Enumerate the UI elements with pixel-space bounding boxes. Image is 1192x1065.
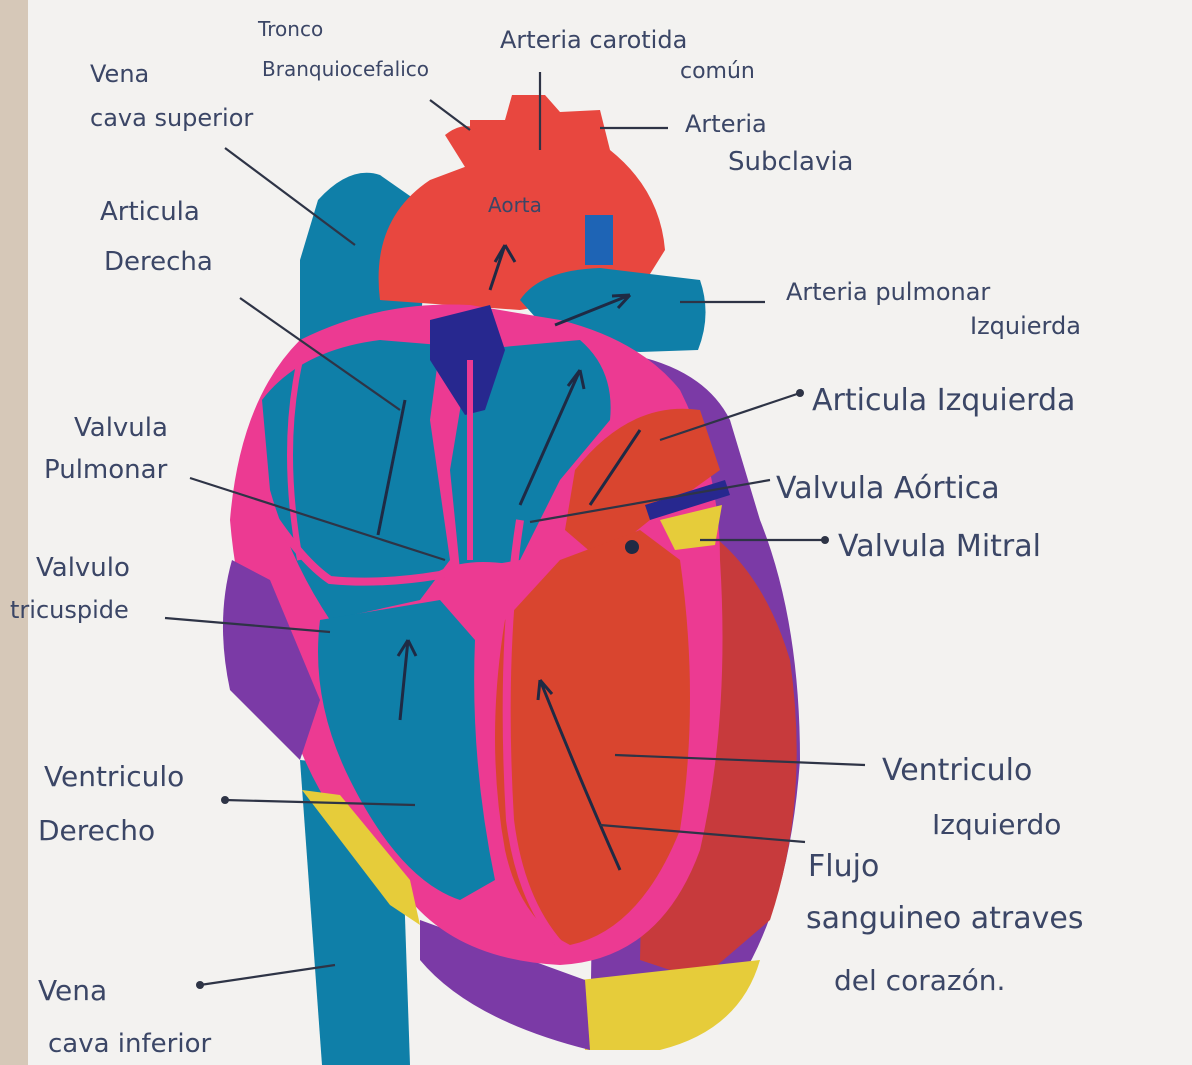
label-flujo-2: sanguineo atraves: [806, 901, 1084, 936]
label-carotida-1: Arteria carotida: [500, 26, 687, 54]
label-auricula-der-2: Derecha: [104, 247, 213, 277]
label-subclavia-2: Subclavia: [728, 147, 853, 177]
label-valvula-pulmonar-1: Valvula: [74, 413, 168, 443]
label-pulmonar-izq-1: Arteria pulmonar: [786, 278, 990, 306]
label-tronco-1: Tronco: [257, 17, 323, 41]
label-subclavia-1: Arteria: [685, 110, 767, 138]
label-ventriculo-der-1: Ventriculo: [44, 760, 184, 793]
label-vena-cava-inf-1: Vena: [38, 974, 107, 1007]
label-valvula-aortica: Valvula Aórtica: [776, 471, 1000, 506]
label-flujo-1: Flujo: [808, 849, 879, 884]
ductus-shape: [585, 215, 613, 265]
label-aorta: Aorta: [488, 193, 542, 217]
label-tricuspide-1: Valvulo: [36, 553, 130, 583]
label-tronco-2: Branquiocefalico: [262, 57, 429, 81]
dot-ventriculo-der: [221, 796, 229, 804]
dot-valvula-mitral: [821, 536, 829, 544]
label-ventriculo-izq-2: Izquierdo: [932, 808, 1061, 841]
label-vena-cava-inf-2: cava inferior: [48, 1029, 211, 1059]
label-flujo-3: del corazón.: [834, 964, 1005, 997]
label-auricula-der-1: Articula: [100, 197, 200, 227]
label-ventriculo-izq-1: Ventriculo: [882, 753, 1032, 788]
mitral-dot: [625, 540, 639, 554]
label-vena-cava-sup-1: Vena: [90, 60, 149, 88]
label-tricuspide-2: tricuspide: [10, 596, 129, 624]
label-valvula-pulmonar-2: Pulmonar: [44, 455, 168, 485]
label-pulmonar-izq-2: Izquierda: [970, 312, 1081, 340]
label-carotida-2: común: [680, 59, 755, 84]
label-vena-cava-sup-2: cava superior: [90, 104, 253, 132]
label-ventriculo-der-2: Derecho: [38, 814, 155, 847]
dot-vena-cava-inf: [196, 981, 204, 989]
label-auricula-izq: Articula Izquierda: [812, 383, 1075, 418]
label-valvula-mitral: Valvula Mitral: [838, 529, 1041, 564]
dot-auricula-izq: [796, 389, 804, 397]
